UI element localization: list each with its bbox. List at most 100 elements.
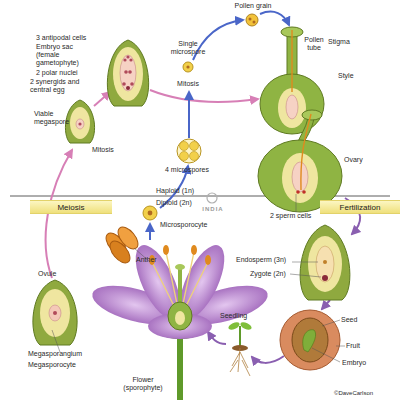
ovule-sporophyte	[40, 289, 70, 337]
fertilized-ovule	[322, 275, 328, 281]
text-label: INDIA	[198, 205, 228, 213]
text-label: Anther	[136, 256, 170, 264]
ovule-sporophyte	[33, 280, 77, 352]
text-label: Fruit	[346, 342, 376, 350]
cycle-arrows	[150, 90, 258, 102]
pistil-fertilizing	[292, 162, 308, 192]
embryo-sac-ovule	[130, 82, 134, 86]
fertilized-ovule	[290, 225, 350, 300]
megaspore-ovule	[65, 100, 94, 143]
pistil-fertilizing	[296, 190, 300, 194]
watermark-logo	[207, 193, 217, 203]
microspores	[180, 152, 189, 161]
ovule-sporophyte	[52, 330, 60, 352]
text-label: Viable megaspore	[34, 110, 74, 126]
microspores	[253, 21, 256, 24]
text-label: 2 polar nuclei	[36, 69, 96, 77]
watermark-logo	[207, 193, 217, 203]
text-label: Megasporocyte	[28, 361, 94, 369]
flower-sporophyte	[127, 239, 190, 325]
process-band: Meiosis	[30, 200, 112, 214]
flower-sporophyte	[175, 264, 185, 270]
pistil-fertilizing	[282, 153, 318, 203]
embryo-sac-ovule	[122, 82, 126, 86]
fertilized-ovule	[323, 260, 327, 264]
seedling	[230, 348, 250, 376]
text-label: Ovary	[344, 156, 378, 164]
microspores	[246, 14, 258, 26]
pistil-pollinated	[291, 30, 292, 92]
text-label: Single microspore	[164, 40, 212, 56]
text-label: Pollen tube	[298, 36, 330, 52]
embryo-sac-ovule	[107, 40, 148, 106]
ovule-sporophyte	[33, 280, 77, 345]
microspores	[190, 142, 199, 151]
megaspore-ovule	[65, 100, 94, 143]
flower-sporophyte	[163, 245, 169, 255]
text-label: Pollen grain	[228, 2, 278, 10]
text-label: Haploid (1n)	[156, 187, 216, 195]
ovule-sporophyte	[49, 305, 61, 321]
text-label: Ovule	[38, 270, 72, 278]
seedling	[227, 321, 252, 376]
cycle-arrows	[46, 150, 72, 278]
embryo-sac-ovule	[123, 58, 126, 61]
text-label: 4 microspores	[152, 166, 222, 174]
embryo-sac-ovule	[120, 55, 136, 91]
microspores	[143, 14, 258, 220]
pistil-pollinated	[278, 88, 306, 128]
text-label: Flower (sporophyte)	[118, 376, 168, 392]
cycle-arrows	[94, 92, 110, 106]
flower-sporophyte	[175, 311, 185, 325]
text-label: 2 sperm cells	[270, 212, 330, 220]
anther-detail	[106, 238, 133, 267]
cycle-arrows	[252, 356, 284, 363]
text-label: ©DaveCarlson	[334, 389, 394, 397]
flower-sporophyte	[191, 245, 197, 255]
text-label: Endosperm (3n)	[236, 256, 296, 264]
ovule-sporophyte	[53, 311, 57, 315]
cycle-arrows	[149, 224, 151, 240]
pistil-fertilizing	[302, 190, 306, 194]
pistil-fertilizing	[301, 114, 311, 190]
microspores	[249, 18, 252, 21]
text-label: Embryo sac (female gametophyte)	[36, 43, 88, 67]
text-label: Microsporocyte	[160, 221, 222, 229]
seed-fruit	[336, 346, 345, 347]
text-label: Zygote (2n)	[250, 270, 300, 278]
pistil-fertilizing	[302, 110, 322, 120]
seed-fruit	[322, 320, 340, 326]
seed-fruit	[312, 348, 340, 362]
megaspore-ovule	[78, 122, 81, 125]
text-label: Stigma	[328, 38, 364, 46]
fertilized-ovule	[308, 236, 342, 292]
pistil-fertilizing	[258, 110, 342, 212]
band-label: Meiosis	[57, 203, 84, 212]
microspores	[177, 139, 201, 163]
seedling	[239, 321, 252, 332]
seed-fruit	[292, 318, 328, 362]
embryo-sac-ovule	[126, 55, 129, 58]
text-label: 2 synergids and central egg	[30, 78, 92, 94]
megaspore-ovule	[76, 119, 84, 129]
embryo-sac-ovule	[129, 58, 132, 61]
text-label: Style	[338, 72, 368, 80]
microspores	[143, 206, 157, 220]
seed-fruit	[280, 310, 340, 370]
text-label: Seed	[341, 316, 371, 324]
embryo-sac-ovule	[128, 70, 132, 74]
cycle-arrows	[322, 300, 330, 309]
microspores	[186, 65, 189, 68]
text-label: Diploid (2n)	[156, 199, 216, 207]
band-label: Fertilization	[340, 203, 381, 212]
text-label: 3 antipodal cells	[36, 34, 106, 42]
text-label: Seedling	[220, 312, 260, 320]
cycle-arrows	[260, 12, 289, 25]
text-label: Megasporangium	[28, 350, 100, 358]
pistil-pollinated	[260, 27, 324, 134]
embryo-sac-ovule	[126, 86, 130, 90]
fertilized-ovule	[300, 225, 350, 300]
cycle-arrows	[188, 92, 190, 138]
microspores	[183, 62, 193, 72]
